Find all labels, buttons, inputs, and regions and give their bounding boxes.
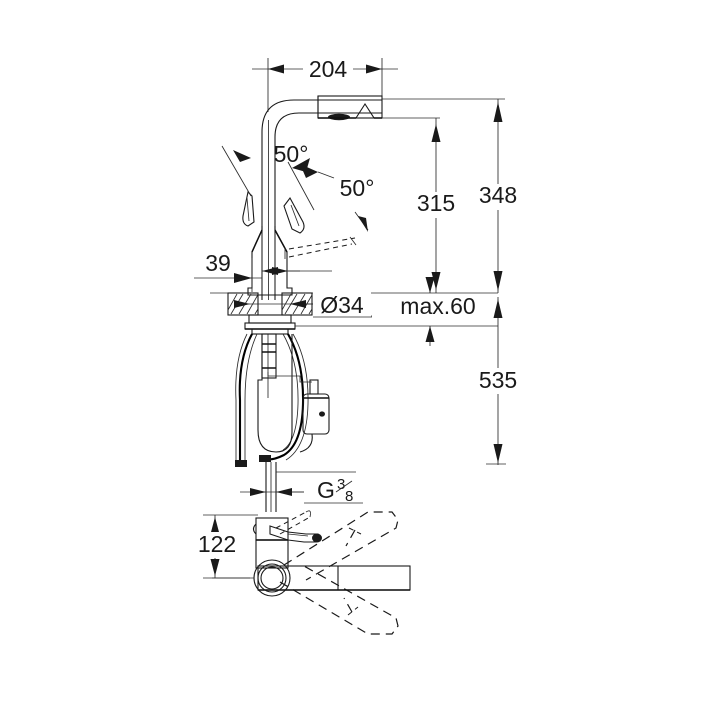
plan-lever-handle xyxy=(269,525,322,543)
dimension-label-535: 535 xyxy=(479,367,517,393)
lever-handle-dashed-position xyxy=(284,236,357,259)
dimension-spout-reach: 204 xyxy=(252,55,398,112)
dimension-label-122: 122 xyxy=(198,531,236,557)
outlet-pipe xyxy=(265,462,277,512)
dimension-plan-offset: 122 xyxy=(190,515,244,578)
dimension-label-204: 204 xyxy=(309,56,348,82)
dimension-label-315: 315 xyxy=(417,190,455,216)
plan-lever-dashed xyxy=(275,510,311,535)
dimension-hole-diameter: Ø34 xyxy=(234,292,372,318)
lever-handle-right xyxy=(283,196,305,234)
plan-view: 122 xyxy=(190,510,411,635)
dimension-label-max60: max.60 xyxy=(400,293,475,319)
dimension-label-50-right: 50° xyxy=(340,175,375,201)
dimension-label-thread: G xyxy=(317,477,335,503)
plan-rotation-hub xyxy=(212,559,291,597)
lever-handle-left xyxy=(242,190,255,227)
dimension-label-d34: Ø34 xyxy=(320,292,364,318)
braided-hoses xyxy=(235,333,309,467)
dimension-total-height: 348 xyxy=(382,98,528,293)
dimension-swivel-right: 50° xyxy=(287,158,375,232)
dimension-spout-height: 315 xyxy=(382,117,466,293)
dimension-label-thread-numerator: 3 xyxy=(337,476,345,493)
dimension-body-offset: 39 xyxy=(194,250,332,292)
plan-swivel-lower xyxy=(279,565,399,635)
dimension-label-39: 39 xyxy=(205,250,231,276)
dimension-max-thickness: max.60 xyxy=(392,277,484,346)
counterweight xyxy=(267,372,330,453)
dimension-label-348: 348 xyxy=(479,182,517,208)
plan-swivel-upper xyxy=(283,511,399,581)
dimension-thread: G 3 8 xyxy=(240,471,368,506)
dimension-label-thread-denominator: 8 xyxy=(345,488,353,505)
plan-body xyxy=(252,517,289,569)
dimension-hose-length: 535 xyxy=(472,297,528,465)
plan-spout xyxy=(257,565,411,591)
